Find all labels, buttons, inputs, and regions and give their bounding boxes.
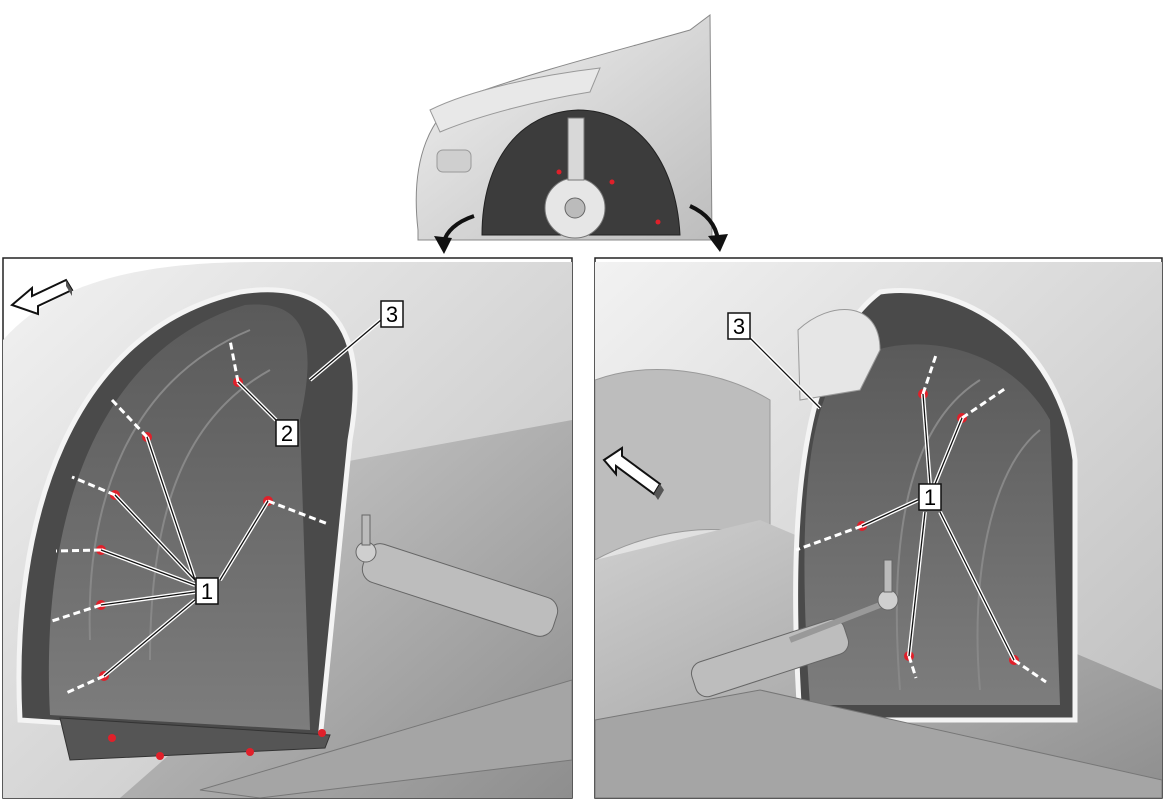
overview-strut [567, 117, 585, 181]
callout-label: 3 [733, 314, 745, 339]
leader-lines-core [100, 319, 382, 677]
fastener-clip [318, 729, 326, 737]
left-detail-panel: 3 2 1 [2, 257, 573, 799]
callout-label: 1 [201, 579, 213, 604]
steering-rack [690, 618, 850, 698]
callout-label: 3 [386, 302, 398, 327]
callout-right-clips: 1 [918, 483, 942, 511]
liner-lower-edge [59, 717, 331, 761]
overview-hub [564, 197, 586, 219]
overview-fastener [655, 219, 661, 225]
callout-left-liner: 3 [380, 300, 404, 328]
callout-right-liner: 3 [727, 312, 751, 340]
liner-rib [149, 369, 271, 661]
tie-rod [788, 602, 882, 643]
detail-arrow-right-head [708, 234, 728, 252]
fastener-clip [246, 748, 254, 756]
callout-left-clips: 1 [195, 577, 219, 605]
tie-rod-stud [361, 514, 371, 546]
strut-mount [797, 309, 881, 401]
tie-rod-stud [883, 559, 893, 593]
fastener-clip [156, 752, 164, 760]
right-detail-panel: 3 1 [594, 257, 1163, 799]
subframe [199, 679, 572, 798]
detail-arrow-left-head [434, 236, 452, 254]
wheelhouse-liner [48, 304, 310, 730]
install-axes [51, 339, 329, 696]
callout-label: 1 [924, 485, 936, 510]
wheelhouse-liner [804, 344, 1060, 705]
arrow-left-icon [602, 446, 664, 500]
liner-rib [88, 329, 251, 641]
tie-rod-end [877, 589, 899, 611]
leader-lines-core [749, 337, 1015, 661]
callout-label: 2 [281, 421, 293, 446]
liner-rib [976, 429, 1041, 691]
subframe [595, 689, 1162, 798]
callout-left-screw: 2 [275, 419, 299, 447]
arrow-left-icon [10, 278, 74, 316]
overview-fastener [609, 179, 615, 185]
install-axes [795, 354, 1047, 684]
overview-fastener [556, 169, 562, 175]
fog-lamp [436, 149, 472, 173]
overview-vehicle [415, 14, 728, 254]
fastener-clip [108, 734, 116, 742]
headlamp [429, 67, 601, 133]
